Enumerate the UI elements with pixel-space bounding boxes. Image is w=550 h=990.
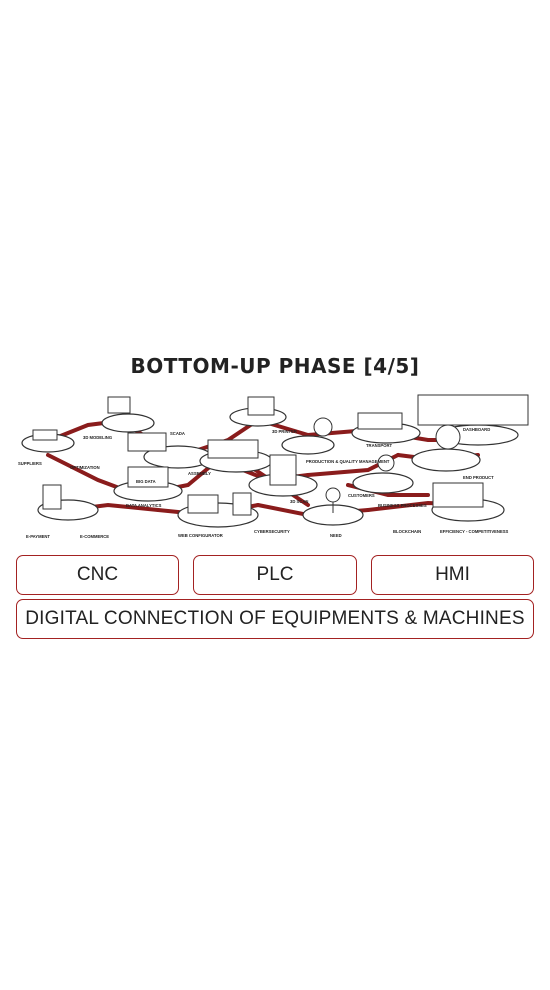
label-data-analytics: DATA ANALYTICS bbox=[126, 503, 162, 508]
digital-connection-box[interactable]: DIGITAL CONNECTION OF EQUIPMENTS & MACHI… bbox=[16, 599, 534, 639]
label-modeling: 3D MODELING bbox=[83, 435, 112, 440]
label-ecommerce: E-COMMERCE bbox=[80, 534, 109, 539]
label-epayment: E-PAYMENT bbox=[26, 534, 50, 539]
label-scada: SCADA bbox=[170, 431, 185, 436]
page-title: BOTTOM-UP PHASE [4/5] bbox=[130, 354, 420, 378]
cnc-box[interactable]: CNC bbox=[16, 555, 179, 595]
plc-box[interactable]: PLC bbox=[193, 555, 357, 595]
label-need: NEED bbox=[330, 533, 342, 538]
label-blockchain: BLOCKCHAIN bbox=[393, 529, 421, 534]
label-dashboard: DASHBOARD bbox=[463, 427, 490, 432]
label-optimization: OPTIMIZATION bbox=[70, 465, 100, 470]
label-end-product: END PRODUCT bbox=[463, 475, 494, 480]
label-big-data: BIG DATA bbox=[136, 479, 156, 484]
industry-4-illustration: SUPPLIERS 3D MODELING OPTIMIZATION 3D PR… bbox=[18, 394, 529, 539]
label-production: PRODUCTION & QUALITY MANAGEMENT bbox=[306, 459, 390, 464]
label-suppliers: SUPPLIERS bbox=[18, 461, 42, 466]
illustration-labels: SUPPLIERS 3D MODELING OPTIMIZATION 3D PR… bbox=[18, 427, 509, 539]
hmi-box[interactable]: HMI bbox=[371, 555, 534, 595]
label-printer: 3D PRINTER bbox=[272, 429, 297, 434]
label-customers: CUSTOMERS bbox=[348, 493, 375, 498]
label-transport: TRANSPORT bbox=[366, 443, 392, 448]
label-web-configurator: WEB CONFIGURATOR bbox=[178, 533, 223, 538]
label-business-processes: BUSINESS PROCESSES bbox=[378, 503, 427, 508]
label-assembly: ASSEMBLY bbox=[188, 471, 211, 476]
label-cybersecurity: CYBERSECURITY bbox=[254, 529, 290, 534]
label-efficiency: EFFICIENCY - COMPETITIVENESS bbox=[440, 529, 509, 534]
sketch-objects bbox=[32, 394, 529, 516]
label-3d-scan: 3D SCAN bbox=[290, 499, 308, 504]
